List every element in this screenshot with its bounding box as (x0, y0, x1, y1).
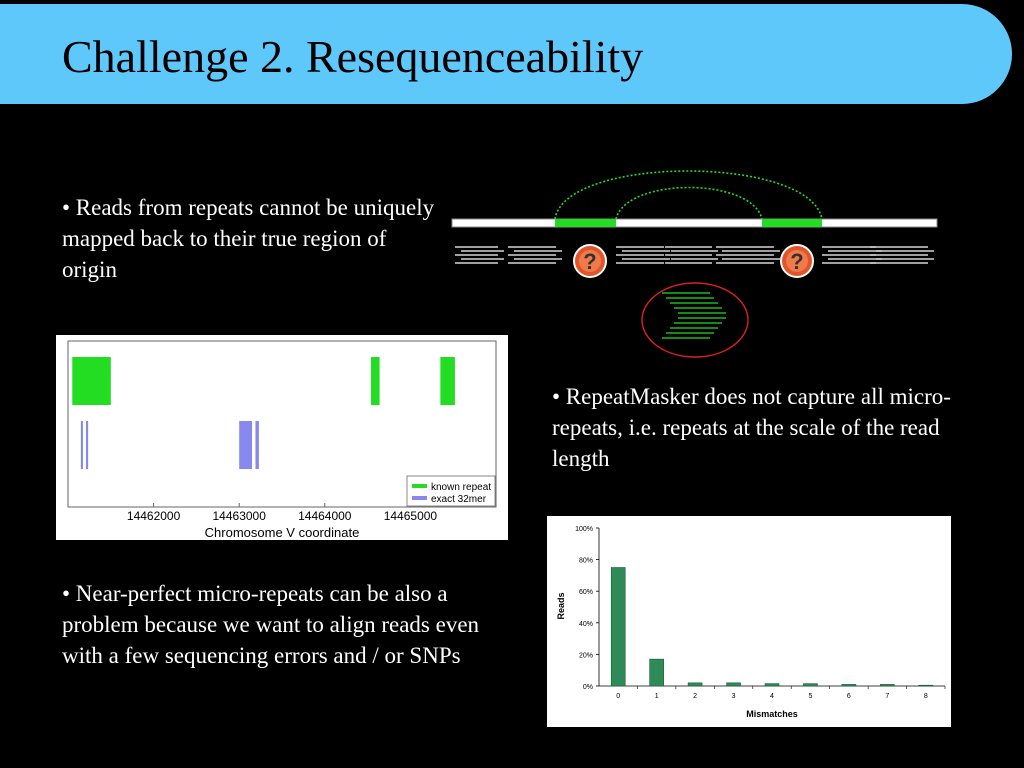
bullet-repeatmasker: • RepeatMasker does not capture all micr… (552, 384, 951, 471)
ambiguous-reads (662, 292, 726, 339)
mismatch-bar (841, 684, 857, 687)
x-tick-label: 14464000 (298, 509, 352, 523)
mismatch-histogram-panel: 0% 20% 40% 60% 80% 100% 0 1 2 3 4 5 6 7 8 Reads Misma… (547, 516, 951, 727)
mismatch-bar (610, 567, 626, 687)
repeat-track-chart: 14462000 14463000 14464000 14465000 known r… (67, 340, 497, 540)
x-tick-label: 4 (770, 693, 774, 700)
y-tick-label: 0% (583, 684, 593, 691)
x-tick-label: 1 (655, 693, 659, 700)
y-tick-label: 40% (579, 621, 593, 628)
known-repeat-bar (440, 357, 455, 405)
repeat-copy-right (762, 219, 822, 227)
mismatch-bar (687, 682, 703, 687)
x-tick-label: 2 (693, 693, 697, 700)
legend-box (406, 475, 496, 507)
y-tick-label: 20% (579, 652, 593, 659)
legend: known repeat exact 32mer (406, 475, 496, 507)
bullet-reads-from-repeats: • Reads from repeats cannot be uniquely … (62, 195, 435, 282)
x-tick-label: 6 (847, 693, 851, 700)
mismatch-bar (649, 658, 664, 687)
repeat-link-inner-arc (615, 186, 763, 220)
genome-bar (451, 218, 938, 228)
mismatch-bar (726, 682, 741, 687)
question-mark: ? (583, 249, 596, 274)
mismatch-histogram: 0% 20% 40% 60% 80% 100% 0 1 2 3 4 5 6 7 8 Reads Misma… (556, 526, 946, 719)
known-repeat-bar (371, 357, 380, 405)
known-repeat-bar (72, 357, 111, 405)
y-tick-label: 100% (575, 526, 593, 533)
slide-title: Challenge 2. Resequenceability (62, 31, 644, 82)
mapped-reads (455, 246, 934, 264)
y-tick-label: 60% (579, 589, 593, 596)
mismatch-bar (880, 684, 895, 687)
x-tick-label: 5 (808, 693, 812, 700)
x-tick-label: 8 (924, 693, 928, 700)
x-tick-label: 14462000 (127, 509, 181, 523)
y-tick-label: 80% (579, 558, 593, 565)
exact-32mer-bar (80, 421, 83, 469)
question-badge-right: ? (780, 244, 814, 278)
legend-label-known-repeat: known repeat (431, 482, 491, 493)
legend-label-exact-32mer: exact 32mer (431, 494, 487, 505)
x-axis-label: Mismatches (746, 709, 798, 719)
mismatch-bar (764, 683, 780, 687)
y-axis-label: Reads (556, 592, 566, 619)
x-tick-label: 14465000 (384, 509, 438, 523)
repeat-copy-left (555, 219, 616, 227)
exact-32mer-bar (85, 421, 89, 469)
x-tick-label: 0 (616, 693, 620, 700)
exact-32mer-bar (255, 421, 259, 469)
mismatch-bar (803, 683, 818, 687)
mismatch-bar (918, 684, 934, 687)
x-tick-label: 7 (885, 693, 889, 700)
x-tick-label: 3 (732, 693, 736, 700)
x-tick-label: 14463000 (213, 509, 267, 523)
repeat-link-outer-arc (554, 170, 823, 220)
exact-32mer-bar (239, 421, 253, 469)
question-mark: ? (790, 249, 803, 274)
question-badge-left: ? (573, 244, 607, 278)
x-axis-label: Chromosome V coordinate (205, 525, 360, 540)
title-bar (0, 4, 1012, 104)
ambiguous-reads-circle (641, 282, 749, 358)
bullet-near-perfect-repeats: • Near-perfect micro-repeats can be also… (62, 581, 480, 668)
repeat-track-chart-panel: 14462000 14463000 14464000 14465000 known r… (56, 335, 508, 540)
repeat-mapping-diagram: ? ? (451, 170, 938, 358)
